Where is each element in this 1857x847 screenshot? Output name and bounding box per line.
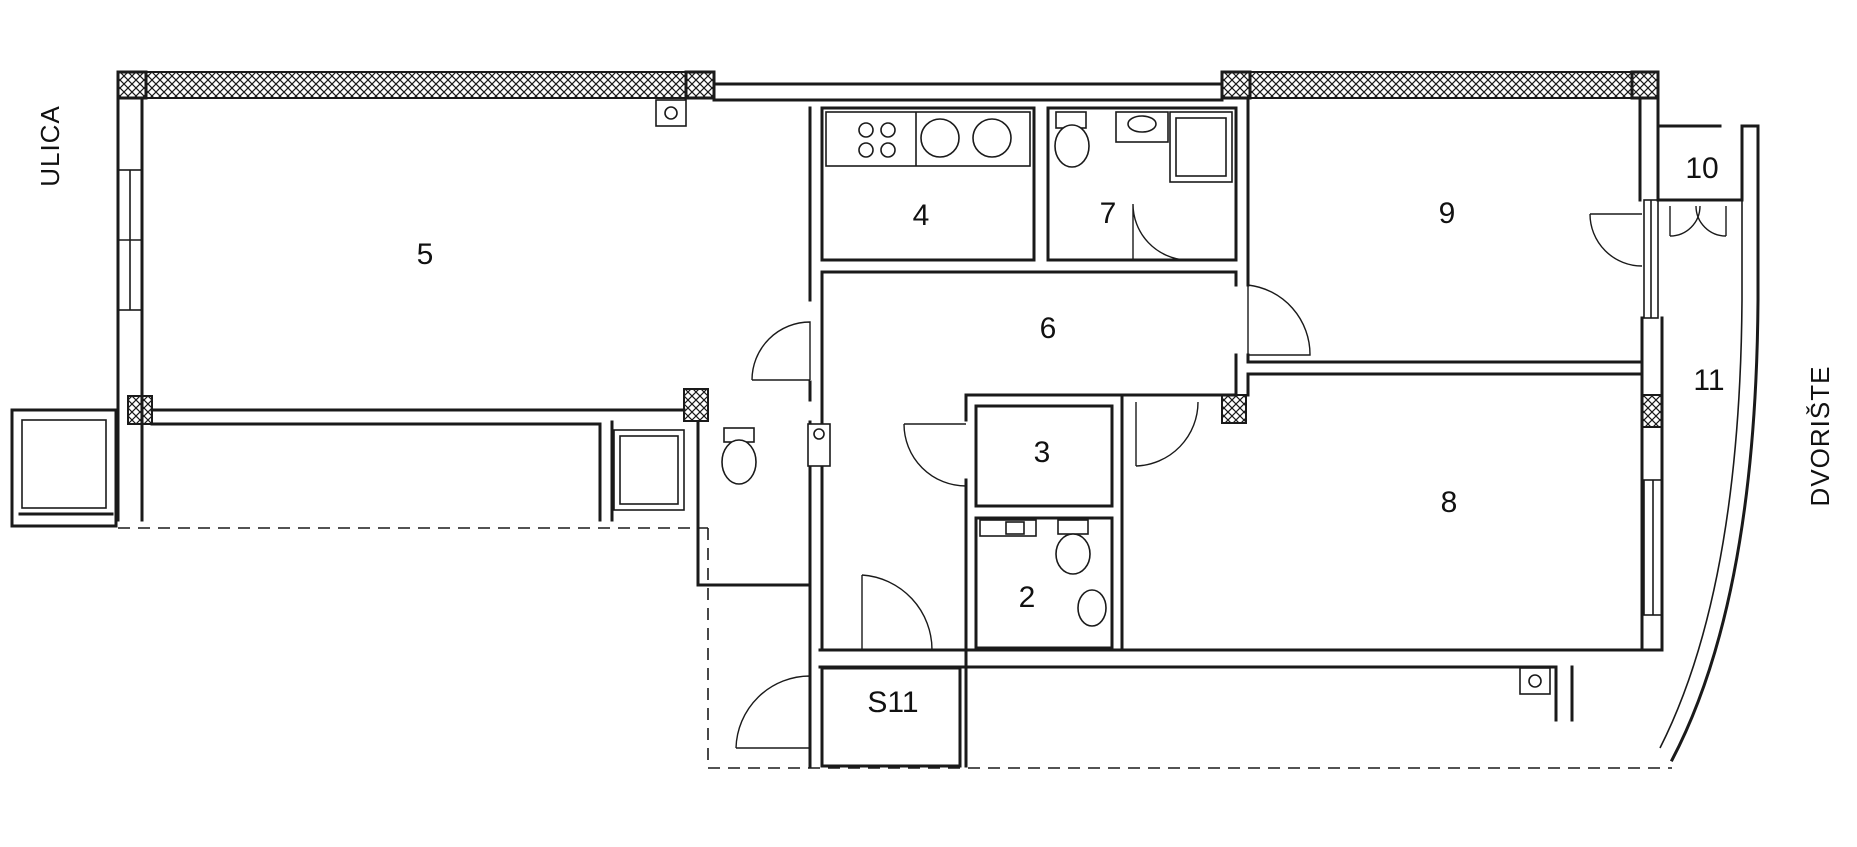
room-11-label: 11 — [1693, 364, 1724, 397]
balcony — [10, 408, 118, 528]
street-label: ULICA — [35, 105, 65, 187]
windows — [117, 169, 1663, 616]
room-2-label: 2 — [1019, 581, 1036, 614]
room-4-label: 4 — [913, 199, 930, 232]
structural-columns — [127, 388, 1663, 428]
room-10-label: 10 — [1685, 152, 1718, 185]
room-labels: 5 4 7 9 10 6 11 3 8 2 S11 — [417, 152, 1725, 719]
lower-bath-fixtures — [613, 423, 831, 511]
facade-insulation — [116, 70, 1660, 100]
courtyard-curve — [1659, 124, 1760, 763]
room-s11-label: S11 — [867, 686, 918, 719]
exterior-walls — [116, 82, 1664, 722]
room-5-label: 5 — [417, 238, 434, 271]
kitchen-counter — [825, 111, 1031, 167]
dashed-boundary — [118, 409, 1672, 769]
wc-2-fixtures — [979, 519, 1107, 627]
door-swings — [735, 203, 1727, 749]
room-3-label: 3 — [1034, 436, 1051, 469]
room-9-label: 9 — [1439, 197, 1456, 230]
room-6-label: 6 — [1040, 312, 1057, 345]
ventilation-shafts — [655, 99, 1551, 695]
room-7-label: 7 — [1100, 197, 1117, 230]
bath-7-fixtures — [1054, 111, 1233, 183]
room-8-label: 8 — [1441, 486, 1458, 519]
courtyard-label: DVORIŠTE — [1805, 366, 1835, 507]
